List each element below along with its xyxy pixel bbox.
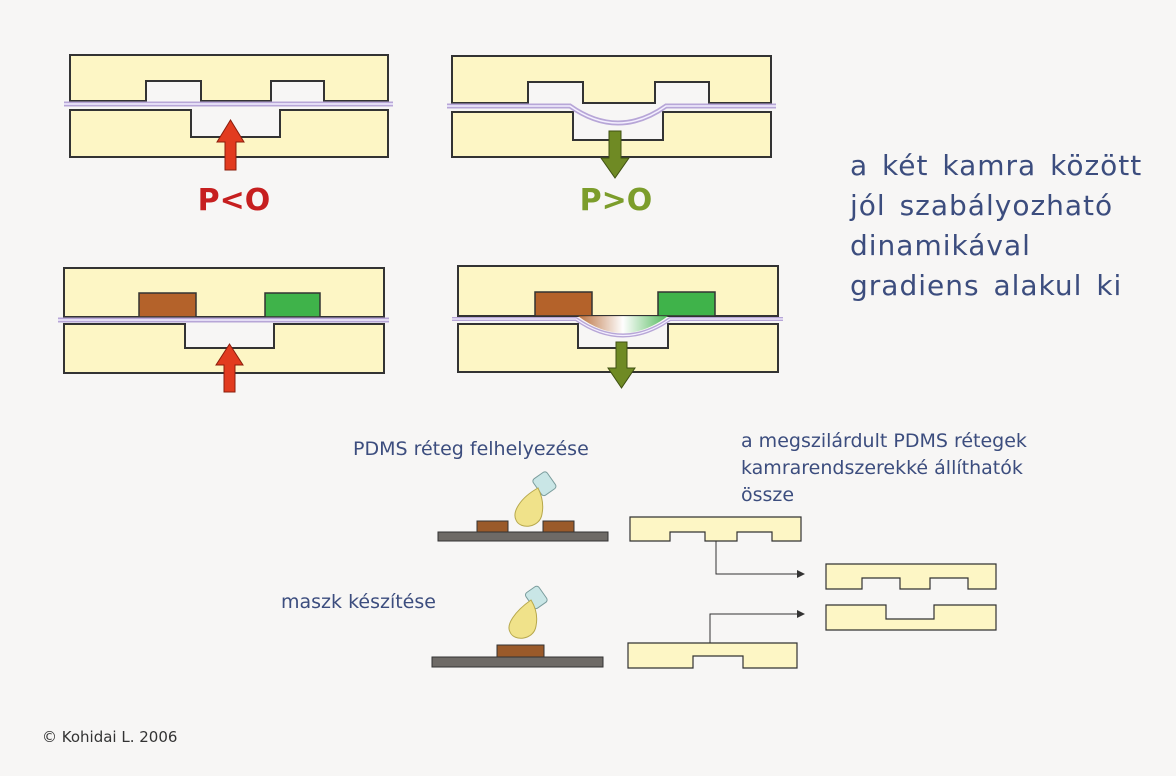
pdms-layer-top bbox=[629, 516, 802, 542]
pdms-layer-bottom bbox=[627, 642, 798, 669]
up-arrow bbox=[216, 119, 245, 171]
brown-chamber bbox=[138, 292, 197, 318]
panel-negative-pressure: P<O bbox=[64, 54, 393, 218]
mask-label: maszk készítése bbox=[281, 591, 436, 613]
pressure-label-positive: P>O bbox=[580, 183, 653, 218]
mould-feature bbox=[476, 520, 509, 533]
assembly-label-line: kamrarendszerekké állíthatók bbox=[741, 457, 1023, 479]
panel-gradient-positive bbox=[452, 265, 783, 389]
gradient-zone bbox=[578, 316, 668, 333]
description-line: jól szabályozható bbox=[850, 189, 1114, 222]
panel-gradient-negative bbox=[58, 267, 389, 393]
assembled-bottom-layer bbox=[825, 604, 997, 631]
lower-chamber-block bbox=[451, 111, 772, 158]
mould-feature bbox=[542, 520, 575, 533]
assembly-label-line: a megszilárdult PDMS rétegek bbox=[741, 430, 1027, 452]
upper-chamber-block bbox=[63, 267, 385, 318]
upper-chamber-block bbox=[69, 54, 389, 102]
upper-chamber-block bbox=[451, 55, 772, 104]
green-chamber bbox=[657, 291, 716, 317]
connector-line bbox=[715, 541, 797, 575]
substrate bbox=[437, 531, 609, 542]
description-line: dinamikával bbox=[850, 229, 1031, 262]
pdms-layer-label: PDMS réteg felhelyezése bbox=[353, 438, 589, 460]
down-arrow bbox=[600, 130, 630, 179]
mask-feature bbox=[496, 644, 545, 658]
copyright: © Kohidai L. 2006 bbox=[42, 728, 178, 746]
green-chamber bbox=[264, 292, 321, 318]
description-line: a két kamra között bbox=[850, 149, 1143, 182]
pdms-droplet bbox=[508, 599, 538, 639]
assembled-top-layer bbox=[825, 563, 997, 590]
down-arrow bbox=[607, 341, 636, 389]
up-arrow bbox=[215, 343, 244, 393]
assembly-label: a megszilárdult PDMS rétegek kamrarendsz… bbox=[741, 428, 1027, 509]
assembly-label-line: össze bbox=[741, 484, 795, 506]
arrow-head bbox=[797, 570, 805, 578]
substrate bbox=[431, 656, 604, 668]
description-line: gradiens alakul ki bbox=[850, 269, 1123, 302]
pdms-droplet bbox=[514, 487, 544, 527]
connector-line bbox=[709, 613, 797, 643]
pdms-pour-step bbox=[437, 471, 609, 542]
brown-chamber bbox=[534, 291, 593, 317]
arrow-head bbox=[797, 610, 805, 618]
mask-step bbox=[431, 585, 604, 668]
lower-chamber-block bbox=[63, 323, 385, 374]
gradient-description: a két kamra között jól szabályozható din… bbox=[850, 146, 1142, 306]
pressure-label-negative: P<O bbox=[198, 183, 271, 218]
lower-chamber-block bbox=[69, 109, 389, 158]
upper-chamber-block bbox=[457, 265, 779, 317]
panel-positive-pressure: P>O bbox=[447, 55, 776, 218]
assembly-step bbox=[627, 516, 997, 669]
